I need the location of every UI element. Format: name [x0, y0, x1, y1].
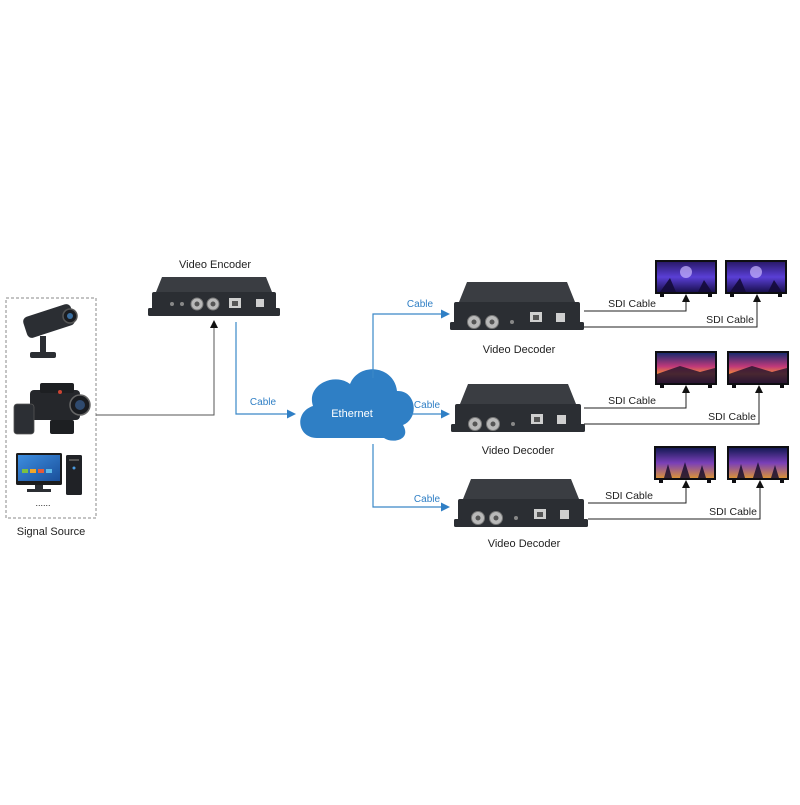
- video-decoder-3-label: Video Decoder: [488, 538, 561, 550]
- ethernet-to-decoder-1-cable: [372, 309, 450, 378]
- display-3b-tv-icon: [727, 446, 789, 483]
- desktop-computer-icon: [16, 453, 82, 495]
- decoder-3-sdi-label-1: SDI Cable: [605, 490, 653, 502]
- camcorder-icon: [13, 383, 91, 435]
- decoder-2-sdi-cable-2: [584, 385, 763, 425]
- decoder-3-sdi-cable-2: [588, 480, 764, 520]
- ethernet-label: Ethernet: [331, 408, 373, 420]
- signal-source-ellipsis: ......: [35, 498, 50, 508]
- decoder-2-cable-label: Cable: [414, 400, 441, 411]
- encoder-to-ethernet-cable: [235, 322, 296, 419]
- video-decoder-1: [450, 282, 584, 330]
- display-1b-tv-icon: [725, 260, 787, 297]
- decoder-2-sdi-cable-1: [584, 385, 690, 409]
- video-decoder-2: [451, 384, 585, 432]
- source-to-encoder-line: [96, 320, 218, 416]
- decoder-2-sdi-label-1: SDI Cable: [608, 395, 656, 407]
- video-decoder-2-label: Video Decoder: [482, 445, 555, 457]
- decoder-3-sdi-cable-1: [588, 480, 690, 504]
- signal-source-group: ...... Signal Source: [5, 297, 97, 538]
- display-3a-tv-icon: [654, 446, 716, 483]
- display-1a-tv-icon: [655, 260, 717, 297]
- video-encoder-device: Video Encoder: [148, 259, 280, 316]
- decoder-1-sdi-cable-2: [584, 294, 761, 328]
- video-decoder-1-label: Video Decoder: [483, 344, 556, 356]
- signal-source-dashed-frame: [5, 297, 97, 519]
- decoder-1-cable-label: Cable: [407, 299, 434, 310]
- decoder-3-cable-label: Cable: [414, 494, 441, 505]
- encoder-cable-label: Cable: [250, 397, 277, 408]
- ethernet-cloud: Ethernet: [300, 369, 414, 441]
- decoder-3-sdi-label-2: SDI Cable: [709, 506, 757, 518]
- cctv-camera-icon: [23, 304, 78, 358]
- video-encoder-label: Video Encoder: [179, 259, 251, 271]
- decoder-1-sdi-label-2: SDI Cable: [706, 314, 754, 326]
- decoder-2-sdi-label-2: SDI Cable: [708, 411, 756, 423]
- display-2a-tv-icon: [655, 351, 717, 388]
- decoder-1-sdi-cable-1: [584, 294, 690, 312]
- display-2b-tv-icon: [727, 351, 789, 388]
- video-decoder-3: [454, 479, 588, 527]
- signal-source-label: Signal Source: [17, 526, 86, 538]
- ethernet-to-decoder-3-cable: [372, 444, 450, 512]
- decoder-1-sdi-label-1: SDI Cable: [608, 298, 656, 310]
